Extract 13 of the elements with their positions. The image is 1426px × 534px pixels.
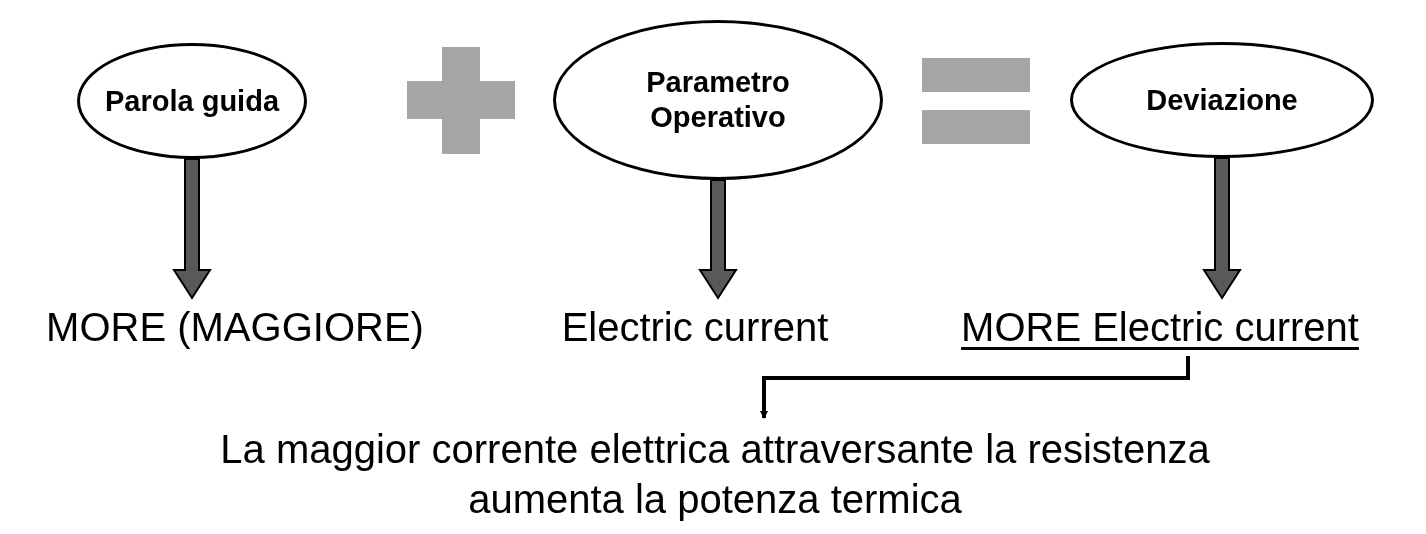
block-arrow <box>172 158 212 300</box>
plus-sign <box>407 47 515 154</box>
node-label: Deviazione <box>1146 82 1298 118</box>
block-arrow <box>698 179 738 300</box>
statement-text: La maggior corrente elettrica attraversante la resistenza aumenta la potenza termica <box>219 426 1211 523</box>
equals-sign <box>922 58 1030 144</box>
statement-text: MORE Electric current <box>961 304 1359 351</box>
statement-text: Electric current <box>561 304 829 351</box>
node-label: Parametro Operativo <box>645 65 791 135</box>
statement-text: MORE (MAGGIORE) <box>46 304 424 351</box>
block-arrow <box>1202 157 1242 300</box>
elbow-arrow <box>760 356 1190 419</box>
node-label: Parola guida <box>104 83 279 119</box>
